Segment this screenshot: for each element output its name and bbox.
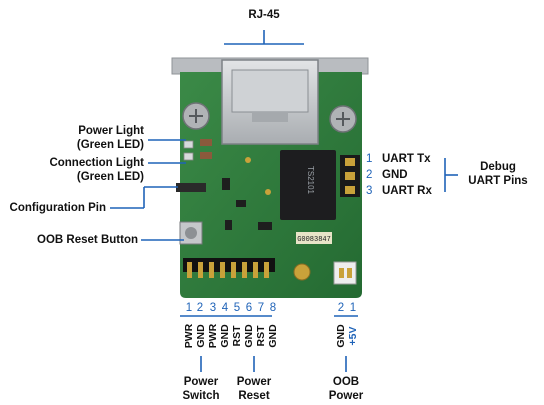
oob-pin-label-5v: +5V [347,326,359,346]
power-switch-label-1: Power [183,376,219,388]
serial-sticker [296,232,332,244]
uart-pin-2 [345,172,355,180]
uart-num-2: 2 [366,169,373,181]
rj45-latch [252,112,288,122]
uart-num-1: 1 [366,153,373,165]
uart-label-2: GND [382,169,408,181]
header-num-5: 5 [233,302,241,314]
connection-light-label: Connection Light [49,157,144,169]
serial-text: G0083847 [297,236,331,244]
oob-power-label-1: OOB [332,376,360,388]
uart-label-3: UART Rx [382,185,432,197]
bottom-header [183,258,275,272]
header-num-3: 3 [209,302,217,314]
oob-pin-label-gnd: GND [335,324,347,348]
power-led [183,140,194,149]
header-num-7: 7 [257,302,265,314]
oob-num-1: 1 [349,302,357,314]
power-light-sublabel: (Green LED) [76,139,144,151]
pin-label-2: GND [195,324,207,348]
power-reset-label-1: Power [236,376,272,388]
oob-reset-label: OOB Reset Button [37,234,138,246]
header-num-8: 8 [269,302,277,314]
configuration-pin-label: Configuration Pin [9,202,106,214]
resistor-1 [200,139,212,146]
bottom-header-pins [187,262,269,278]
screw-left [182,102,210,130]
uart-num-3: 3 [366,185,373,197]
pin-label-5: RST [231,325,243,347]
power-light-label: Power Light [78,125,144,137]
header-num-6: 6 [245,302,253,314]
oob-power-label-2: Power [328,390,364,402]
gold-pad [293,263,311,281]
header-num-4: 4 [221,302,229,314]
connection-light-sublabel: (Green LED) [76,171,144,183]
uart-pin-3 [345,186,355,194]
uart-pin-1 [345,158,355,166]
oob-num-2: 2 [337,302,345,314]
pin-label-7: RST [255,325,267,347]
oob-power-connector [333,261,357,285]
rj45-port [231,69,309,113]
pin-label-3: PWR [207,323,219,349]
transformer-chip [280,150,336,220]
reset-button [185,227,197,239]
pin-label-1: PWR [183,323,195,349]
power-switch-label-2: Switch [182,390,220,402]
pin-label-6: GND [243,324,255,348]
pin-label-4: GND [219,324,231,348]
uart-label-1: UART Tx [382,153,431,165]
power-reset-label-2: Reset [238,390,270,402]
resistor-2 [200,152,212,159]
uart-pins-label: UART Pins [468,175,528,187]
debug-label: Debug [480,161,516,173]
config-pin-part [176,183,206,192]
header-num-2: 2 [196,302,204,314]
leader-lines [110,30,458,372]
screw-right [329,105,357,133]
connection-led [183,152,194,161]
pin-label-8: GND [267,324,279,348]
header-num-1: 1 [185,302,193,314]
chip-label: TS2101 [306,166,315,195]
rj45-label: RJ-45 [248,9,280,21]
